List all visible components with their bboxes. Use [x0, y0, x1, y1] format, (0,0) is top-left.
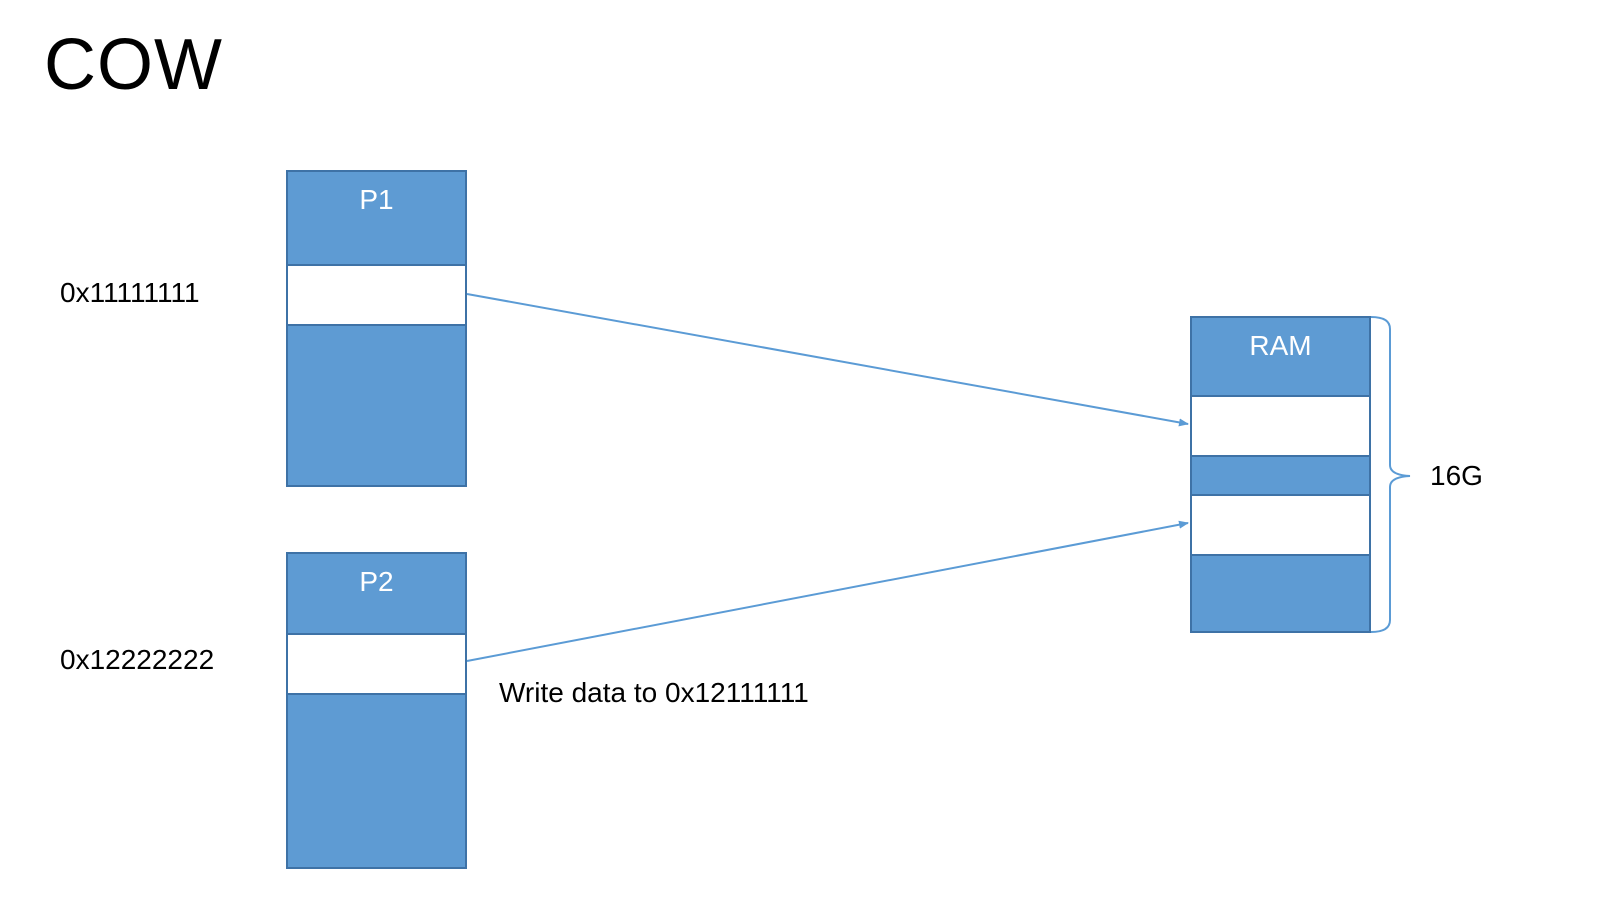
ram-page-slot-1 [1190, 395, 1371, 457]
p2-memory-block: P2 [286, 552, 467, 869]
ram-size-brace [1370, 316, 1411, 633]
ram-label: RAM [1249, 330, 1312, 361]
p1-address-label: 0x11111111 [60, 277, 200, 308]
ram-size-label: 16G [1430, 460, 1483, 491]
slide-title: COW [44, 25, 223, 105]
p1-to-ram-arrow [466, 293, 1189, 427]
p2-page-slot [286, 633, 467, 695]
ram-page-slot-2 [1190, 494, 1371, 556]
p2-to-ram-arrow [466, 520, 1189, 662]
p1-page-slot [286, 264, 467, 326]
write-note: Write data to 0x12111111 [499, 677, 809, 708]
p1-memory-block: P1 [286, 170, 467, 487]
p1-label: P1 [359, 184, 394, 215]
p2-address-label: 0x12222222 [60, 644, 215, 675]
p2-label: P2 [359, 566, 394, 597]
ram-block: RAM [1190, 316, 1371, 633]
